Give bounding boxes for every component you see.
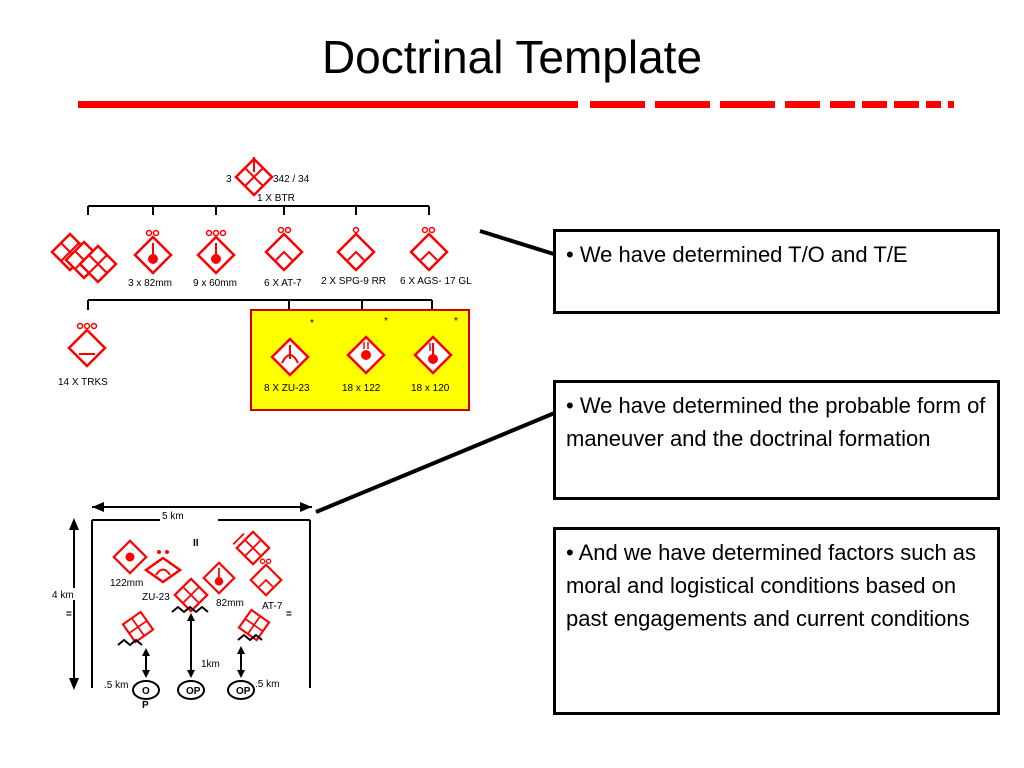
row2-mark: *: [384, 316, 388, 327]
right-company-icon: [235, 606, 273, 644]
truck-diamond-icon: [67, 322, 107, 368]
grenade-launcher-diamond-icon: [409, 226, 449, 272]
label-at7: AT-7: [262, 601, 283, 612]
artillery-122-icon: [112, 539, 148, 575]
zu23-icon: [143, 550, 183, 584]
row1-label: 6 X AGS- 17 GL: [400, 276, 472, 287]
callout-factors: • And we have determined factors such as…: [553, 527, 1000, 715]
command-diamond-icon: [173, 577, 209, 613]
op-left-label-2: P: [142, 700, 149, 711]
at7-icon: [249, 558, 283, 597]
eq-left: =: [66, 609, 72, 620]
obstacle-icon: [171, 605, 209, 614]
left-company-icon: [119, 608, 157, 646]
mortar-60-diamond-icon: [196, 229, 236, 275]
center-gap-label: 1km: [201, 659, 220, 670]
btr-hq-icon: [232, 530, 271, 566]
callout-maneuver: • We have determined the probable form o…: [553, 380, 1000, 500]
org-chart: 3 342 / 34 1 X BTR: [50, 157, 472, 411]
row1-label: 2 X SPG-9 RR: [321, 276, 386, 287]
title-underline: [78, 101, 954, 108]
callout-pointer: [479, 229, 558, 257]
row2-label: 8 X ZU-23: [264, 383, 310, 394]
row1-label: 6 X AT-7: [264, 278, 302, 289]
mortar-82-diamond-icon: [133, 229, 173, 275]
obstacle-icon: [237, 633, 263, 642]
op-center-marker: [177, 680, 205, 700]
row2-mark: *: [454, 316, 458, 327]
op-right-label: OP: [236, 686, 251, 697]
hq-sub-label: 1 X BTR: [257, 193, 295, 204]
row1-label: 9 x 60mm: [193, 278, 237, 289]
op-left-label: O: [142, 686, 150, 697]
row1-label: 3 x 82mm: [128, 278, 172, 289]
op-left-marker: [132, 680, 160, 700]
hq-right-label: 342 / 34: [273, 174, 310, 185]
echelon-label: II: [193, 538, 199, 549]
row2-label: 18 x 120: [411, 383, 450, 394]
callout-to-te: • We have determined T/O and T/E: [553, 229, 1000, 314]
artillery-diamond-icon: [346, 335, 386, 375]
mortar-120-diamond-icon: [413, 335, 453, 375]
hq-left-label: 3: [226, 174, 232, 185]
label-122mm: 122mm: [110, 578, 143, 589]
hq-diamond-icon: [234, 157, 274, 197]
label-zu23: ZU-23: [142, 592, 170, 603]
right-gap-label: .5 km: [255, 679, 279, 690]
depth-label: 4 km: [52, 590, 74, 601]
antitank-diamond-icon: [264, 226, 304, 272]
air-defense-diamond-icon: [270, 337, 310, 377]
doctrinal-formation: 5 km 4 km = = II: [50, 502, 312, 711]
eq-right: =: [286, 609, 292, 620]
op-center-label: OP: [186, 686, 201, 697]
row2-label: 18 x 122: [342, 383, 381, 394]
label-82mm: 82mm: [216, 598, 244, 609]
callout-pointer: [315, 410, 558, 514]
mech-inf-diamond-icon: [50, 232, 118, 284]
row2-mark: *: [310, 318, 314, 329]
obstacle-icon: [117, 638, 143, 647]
width-label: 5 km: [162, 511, 184, 522]
op-right-marker: [227, 680, 255, 700]
recoilless-diamond-icon: [336, 226, 376, 272]
left-gap-label: .5 km: [104, 680, 128, 691]
page-title: Doctrinal Template: [321, 31, 703, 83]
row2-label: 14 X TRKS: [58, 377, 108, 388]
mortar-82-icon: [202, 561, 236, 595]
